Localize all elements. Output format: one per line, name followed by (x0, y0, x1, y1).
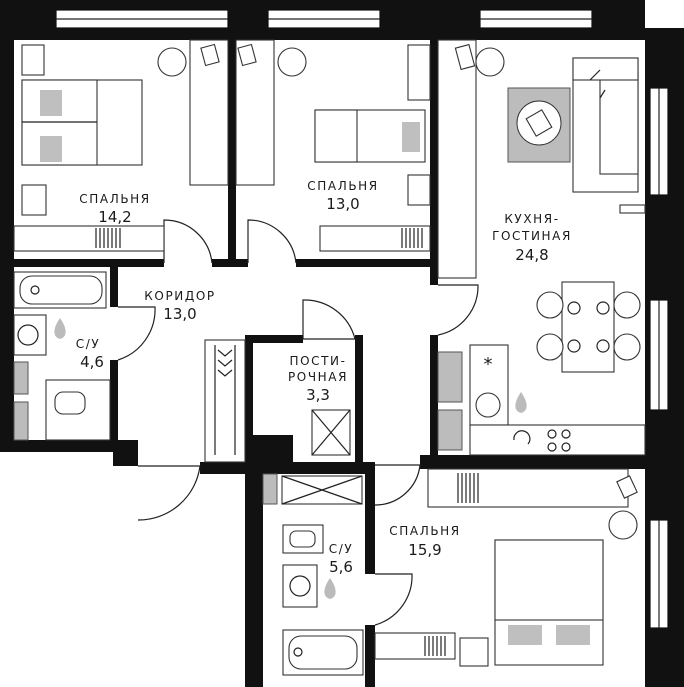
room-name-laundry-1: ПОСТИ- (289, 354, 346, 368)
room-name-bedroom-2: СПАЛЬНЯ (307, 179, 378, 193)
water-drop-icon (54, 318, 66, 339)
radiator-icon (95, 228, 121, 248)
armchair-icon (475, 47, 505, 77)
kitchen-living-furniture: * (437, 39, 646, 456)
hob-icon (547, 429, 571, 452)
room-name-bedroom-3: СПАЛЬНЯ (389, 524, 460, 538)
room-area-bathroom-2: 5,6 (329, 558, 353, 576)
star-symbol: * (484, 354, 493, 375)
bedroom-1-furniture (13, 39, 229, 252)
doors (117, 219, 479, 626)
room-area-bedroom-1: 14,2 (98, 208, 131, 226)
room-area-laundry: 3,3 (306, 386, 330, 404)
bedroom-2-furniture (235, 39, 431, 252)
windows (55, 0, 684, 629)
room-area-bedroom-2: 13,0 (326, 195, 359, 213)
interior-walls (14, 40, 645, 687)
room-area-bedroom-3: 15,9 (408, 541, 441, 559)
water-drop-icon (324, 578, 336, 599)
room-labels: СПАЛЬНЯ 14,2 СПАЛЬНЯ 13,0 КУХНЯ- ГОСТИНА… (76, 179, 572, 576)
water-drop-icon (515, 392, 527, 413)
armchair-icon (608, 510, 638, 540)
armchair-icon (157, 47, 187, 77)
room-name-laundry-2: РОЧНАЯ (288, 370, 348, 384)
armchair-icon (277, 47, 307, 77)
room-name-bathroom-2: С/У (329, 542, 354, 556)
bathroom-2-fixtures (262, 473, 364, 676)
room-area-bathroom-1: 4,6 (80, 353, 104, 371)
laundry-fixtures (311, 409, 351, 456)
room-name-kitchen-living-1: КУХНЯ- (504, 212, 559, 226)
room-name-kitchen-living-2: ГОСТИНАЯ (492, 229, 572, 243)
room-name-corridor: КОРИДОР (144, 289, 215, 303)
bedroom-3-furniture (374, 468, 638, 667)
room-name-bedroom-1: СПАЛЬНЯ (79, 192, 150, 206)
room-area-corridor: 13,0 (163, 305, 196, 323)
room-area-kitchen-living: 24,8 (515, 246, 548, 264)
corridor-fixtures (204, 339, 246, 463)
washing-machine-icon (513, 430, 531, 445)
room-name-bathroom-1: С/У (76, 337, 101, 351)
bathroom-1-fixtures (13, 271, 111, 441)
